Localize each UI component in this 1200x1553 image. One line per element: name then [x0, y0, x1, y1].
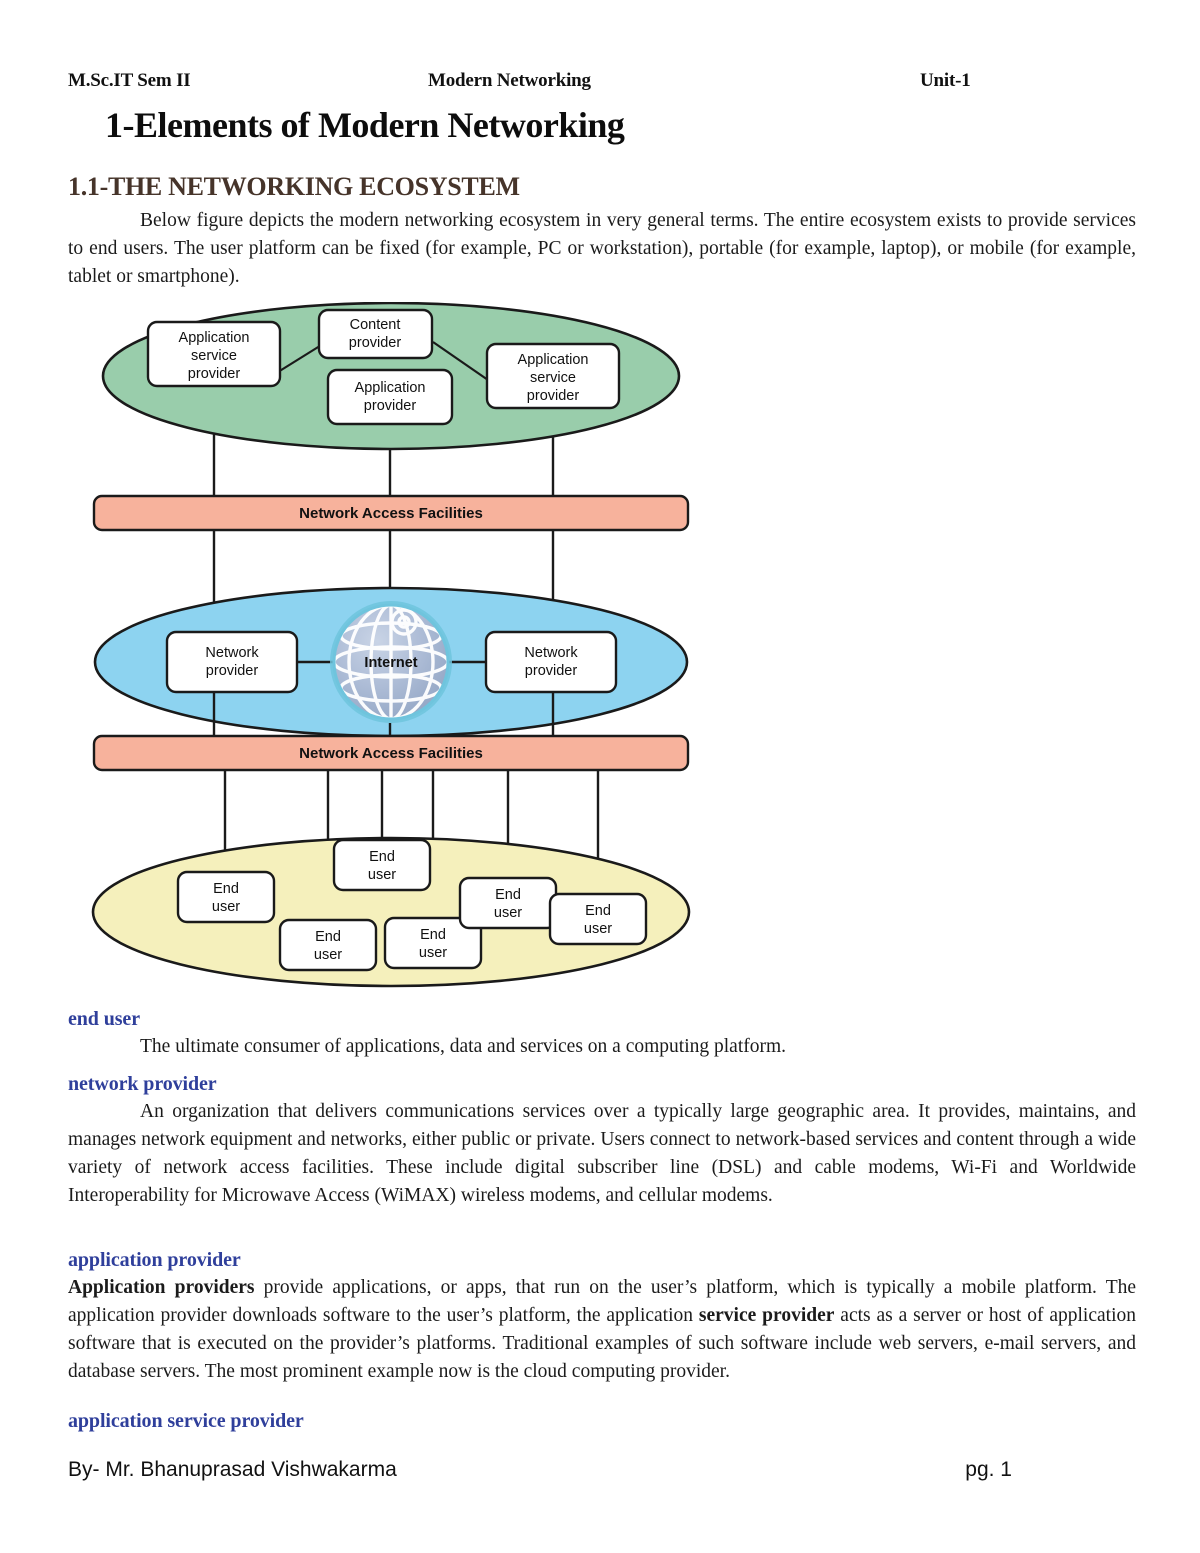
node-label-line2: provider — [349, 335, 402, 351]
provider-interconnects — [277, 341, 489, 381]
node-network-provider-right: Network provider — [484, 630, 618, 694]
end-user-label-line2: user — [419, 945, 447, 961]
node-application-service-provider-left: Application service provider — [146, 320, 282, 388]
node-label-line1: Content — [350, 317, 401, 333]
node-application-provider: Application provider — [326, 368, 454, 426]
network-access-facilities-bar-upper: Network Access Facilities — [92, 494, 690, 532]
definition-part2: acts as a server or host of application … — [68, 1305, 1136, 1382]
node-label-line2: provider — [525, 663, 578, 679]
glossary-term: application service provider — [68, 1410, 304, 1432]
header-course: M.Sc.IT Sem II — [68, 70, 191, 91]
definition-part1: provide applications, or apps, that run … — [68, 1277, 1137, 1326]
node-label-line2: service — [191, 348, 237, 364]
end-user-label-line2: user — [584, 921, 612, 937]
end-user-label-line2: user — [494, 905, 522, 921]
document-running-header: M.Sc.IT Sem II Modern Networking Unit-1 — [68, 70, 1134, 92]
node-label-line1: Application — [179, 330, 250, 346]
node-content-provider: Content provider — [317, 308, 434, 360]
end-user-label-line1: End — [420, 927, 446, 943]
node-network-provider-left: Network provider — [165, 630, 299, 694]
definition-lead-bold: Application providers — [68, 1277, 255, 1298]
intro-paragraph: Below figure depicts the modern networki… — [68, 210, 1136, 287]
network-access-facilities-bar-lower: Network Access Facilities — [92, 734, 690, 772]
connector-lines-top — [212, 432, 555, 498]
bar-label-upper: Network Access Facilities — [299, 505, 483, 522]
end-user-label-line1: End — [585, 903, 611, 919]
end-user-node-2: End user — [278, 918, 378, 972]
node-label-line1: Network — [205, 645, 259, 661]
end-user-node-5: End user — [458, 876, 558, 930]
header-subject: Modern Networking — [428, 70, 591, 91]
end-user-label-line2: user — [212, 899, 240, 915]
internet-globe-icon: Internet — [330, 601, 452, 723]
internet-label: Internet — [364, 655, 417, 671]
node-label-line1: Application — [355, 380, 426, 396]
end-user-label-line1: End — [315, 929, 341, 945]
node-label-line3: provider — [188, 366, 241, 382]
glossary-term: network provider — [68, 1073, 217, 1095]
end-user-node-1: End user — [176, 870, 276, 924]
end-user-node-3: End user — [332, 838, 432, 892]
end-user-label-line1: End — [369, 849, 395, 865]
networking-ecosystem-figure: Application service provider Content pro… — [88, 302, 718, 992]
glossary-entry-network-provider: network provider An organization that de… — [68, 1073, 1136, 1210]
end-user-label-line1: End — [495, 887, 521, 903]
node-label-line1: Network — [524, 645, 578, 661]
glossary-term: end user — [68, 1008, 140, 1030]
end-user-node-4: End user — [383, 916, 483, 970]
node-application-service-provider-right: Application service provider — [485, 342, 621, 410]
end-user-label-line2: user — [368, 867, 396, 883]
glossary-term: application provider — [68, 1249, 241, 1271]
definition-mid-bold: service provider — [698, 1305, 835, 1326]
footer-page-number: pg. 1 — [965, 1458, 1012, 1481]
node-label-line2: provider — [206, 663, 259, 679]
chapter-title: 1-Elements of Modern Networking — [105, 105, 625, 145]
section-heading: 1.1-THE NETWORKING ECOSYSTEM — [68, 172, 520, 201]
node-label-line1: Application — [518, 352, 589, 368]
end-user-label-line1: End — [213, 881, 239, 897]
glossary-definition: Application providers provide applicatio… — [68, 1274, 1136, 1386]
footer-author: By- Mr. Bhanuprasad Vishwakarma — [68, 1458, 397, 1481]
header-unit: Unit-1 — [920, 70, 971, 91]
end-user-node-6: End user — [548, 892, 648, 946]
glossary-definition: An organization that delivers communicat… — [68, 1101, 1136, 1206]
node-label-line2: provider — [364, 398, 417, 414]
bar-label-lower: Network Access Facilities — [299, 745, 483, 762]
glossary-definition: The ultimate consumer of applications, d… — [140, 1036, 787, 1057]
glossary-entry-application-service-provider: application service provider — [68, 1410, 1136, 1433]
end-user-label-line2: user — [314, 947, 342, 963]
glossary-entry-end-user: end user The ultimate consumer of applic… — [68, 1008, 1136, 1061]
node-label-line2: service — [530, 370, 576, 386]
glossary-entry-application-provider: application provider Application provide… — [68, 1249, 1136, 1386]
document-footer: By- Mr. Bhanuprasad Vishwakarma pg. 1 — [68, 1458, 1136, 1482]
node-label-line3: provider — [527, 388, 580, 404]
